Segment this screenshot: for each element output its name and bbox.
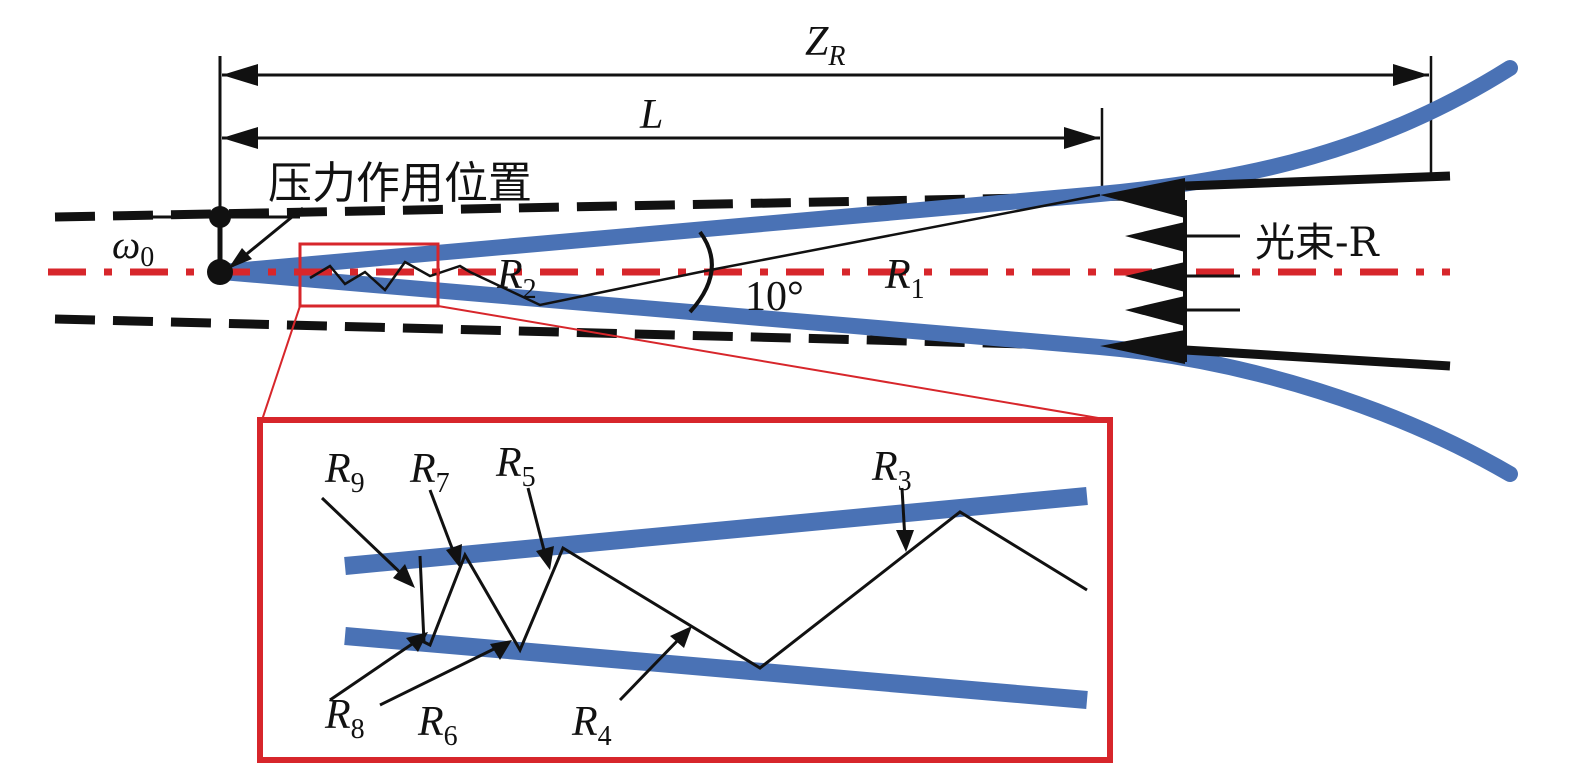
inset-beam-lower: [344, 627, 1088, 709]
inset-beam-upper: [344, 487, 1088, 575]
waist-dot-bottom: [207, 259, 233, 285]
angle-label: 10°: [745, 274, 804, 320]
beam-r-bundle: [1100, 171, 1451, 371]
r1-label: R1: [884, 252, 925, 305]
r7-label: R7: [409, 446, 450, 499]
r5-label: R5: [495, 440, 536, 493]
zoom-leader-left: [261, 305, 301, 421]
l-label: L: [639, 92, 663, 138]
zoom-source-box: [298, 242, 440, 308]
pressure-position-label: 压力作用位置: [268, 158, 532, 209]
zoom-inset: [257, 417, 1113, 763]
angle-arc: [688, 230, 714, 314]
omega0-label: ω0: [112, 222, 154, 273]
waist-dot-top: [209, 206, 231, 228]
ray-path-main: [309, 193, 1101, 307]
r9-label: R9: [324, 446, 365, 499]
r3-label: R3: [871, 444, 912, 497]
zr-dimension: [222, 64, 1429, 86]
r2-label: R2: [496, 252, 537, 305]
r4-label: R4: [571, 699, 612, 752]
zoom-leader-right: [437, 305, 1111, 421]
r6-label: R6: [417, 699, 458, 752]
inset-ray-path: [418, 510, 1088, 670]
r8-label: R8: [324, 692, 365, 745]
l-dimension: [222, 127, 1100, 149]
beam-r-label: 光束-R: [1255, 220, 1381, 266]
zr-label: ZR: [805, 19, 845, 72]
